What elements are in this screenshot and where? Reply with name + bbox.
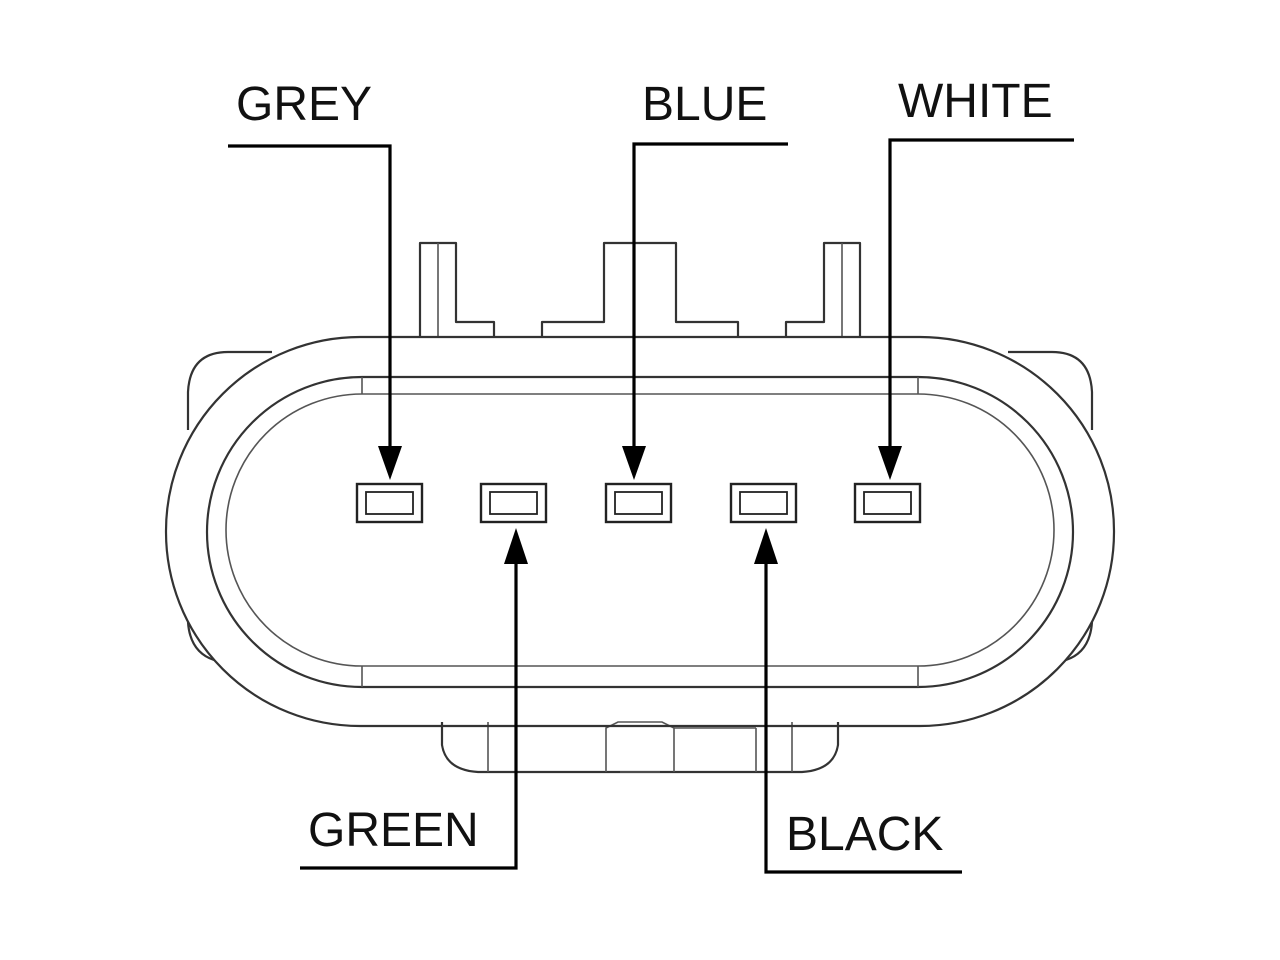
pin-2: [479, 482, 548, 524]
label-white: WHITE: [898, 75, 1053, 128]
arrow-down-icon: [878, 446, 902, 480]
arrow-up-icon: [754, 528, 778, 564]
arrow-down-icon: [622, 446, 646, 480]
pin-4: [729, 482, 798, 524]
leader-green: [300, 528, 528, 870]
side-ears: [186, 350, 1094, 662]
terminal-pins: [355, 482, 922, 524]
connector-housing: [164, 335, 1116, 728]
label-black: BLACK: [786, 808, 943, 861]
label-blue: BLUE: [642, 78, 767, 131]
bottom-rail: [440, 721, 840, 774]
pin-3: [604, 482, 673, 524]
leader-white: [878, 138, 1074, 480]
leader-grey: [228, 144, 402, 480]
leader-blue: [622, 142, 788, 480]
pin-5: [853, 482, 922, 524]
leader-black: [754, 528, 962, 874]
label-green: GREEN: [308, 804, 479, 857]
arrow-up-icon: [504, 528, 528, 564]
top-latch-tabs: [418, 241, 862, 337]
pin-1: [355, 482, 424, 524]
label-grey: GREY: [236, 78, 372, 131]
arrow-down-icon: [378, 446, 402, 480]
